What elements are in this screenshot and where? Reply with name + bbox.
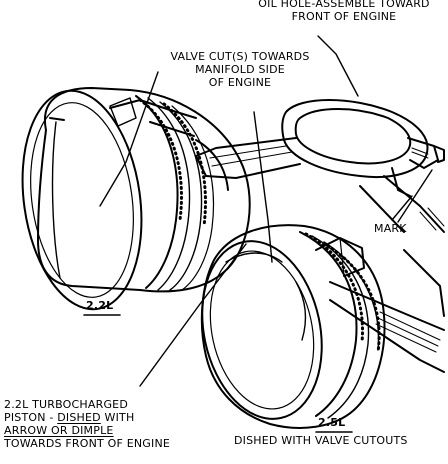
turbo-label-dished: DISHED [57,411,101,424]
turbo-label-line4: TOWARDS FRONT OF ENGINE [4,437,170,450]
turbo-label-line2-a: PISTON - [4,411,58,424]
turbo-label-line4-text: TOWARDS FRONT OF ENGINE [4,437,171,450]
valve-cut-label-line3: OF ENGINE [208,76,272,89]
mark-label: MARK [374,222,407,235]
turbo-label-line1: 2.2L TURBOCHARGED [4,398,170,411]
oil-hole-label-line2: FRONT OF ENGINE [291,10,397,23]
valve-cut-label-line1: VALVE CUT(S) TOWARDS [170,50,310,63]
valve-cut-label-line2: MANIFOLD SIDE [195,63,285,76]
piston-2-2l [21,87,251,311]
turbo-label-line1-text: 2.2L TURBOCHARGED [4,398,129,411]
dished-valve-cutouts-label: DISHED WITH VALVE CUTOUTS [234,434,408,447]
turbo-label-line3: ARROW OR DIMPLE [4,424,170,437]
leader-lines [99,35,433,387]
turbo-label-line2-c: WITH [100,411,135,424]
oil-hole-label-line1: OIL HOLE-ASSEMBLE TOWARD [258,0,430,10]
piston-2-5l-label: 2.5L [318,416,346,429]
valve-cut-label: VALVE CUT(S) TOWARDS MANIFOLD SIDE OF EN… [156,50,324,89]
turbo-label-arrow-dimple: ARROW OR DIMPLE [4,424,114,437]
oil-hole-label: OIL HOLE-ASSEMBLE TOWARD FRONT OF ENGINE [248,0,440,23]
turbo-label-line2: PISTON - DISHED WITH [4,411,170,424]
turbo-piston-label: 2.2L TURBOCHARGED PISTON - DISHED WITH A… [4,398,170,450]
connecting-rod [109,99,445,373]
piston-2-5l [200,224,386,429]
piston-2-2l-label: 2.2L [86,299,114,312]
